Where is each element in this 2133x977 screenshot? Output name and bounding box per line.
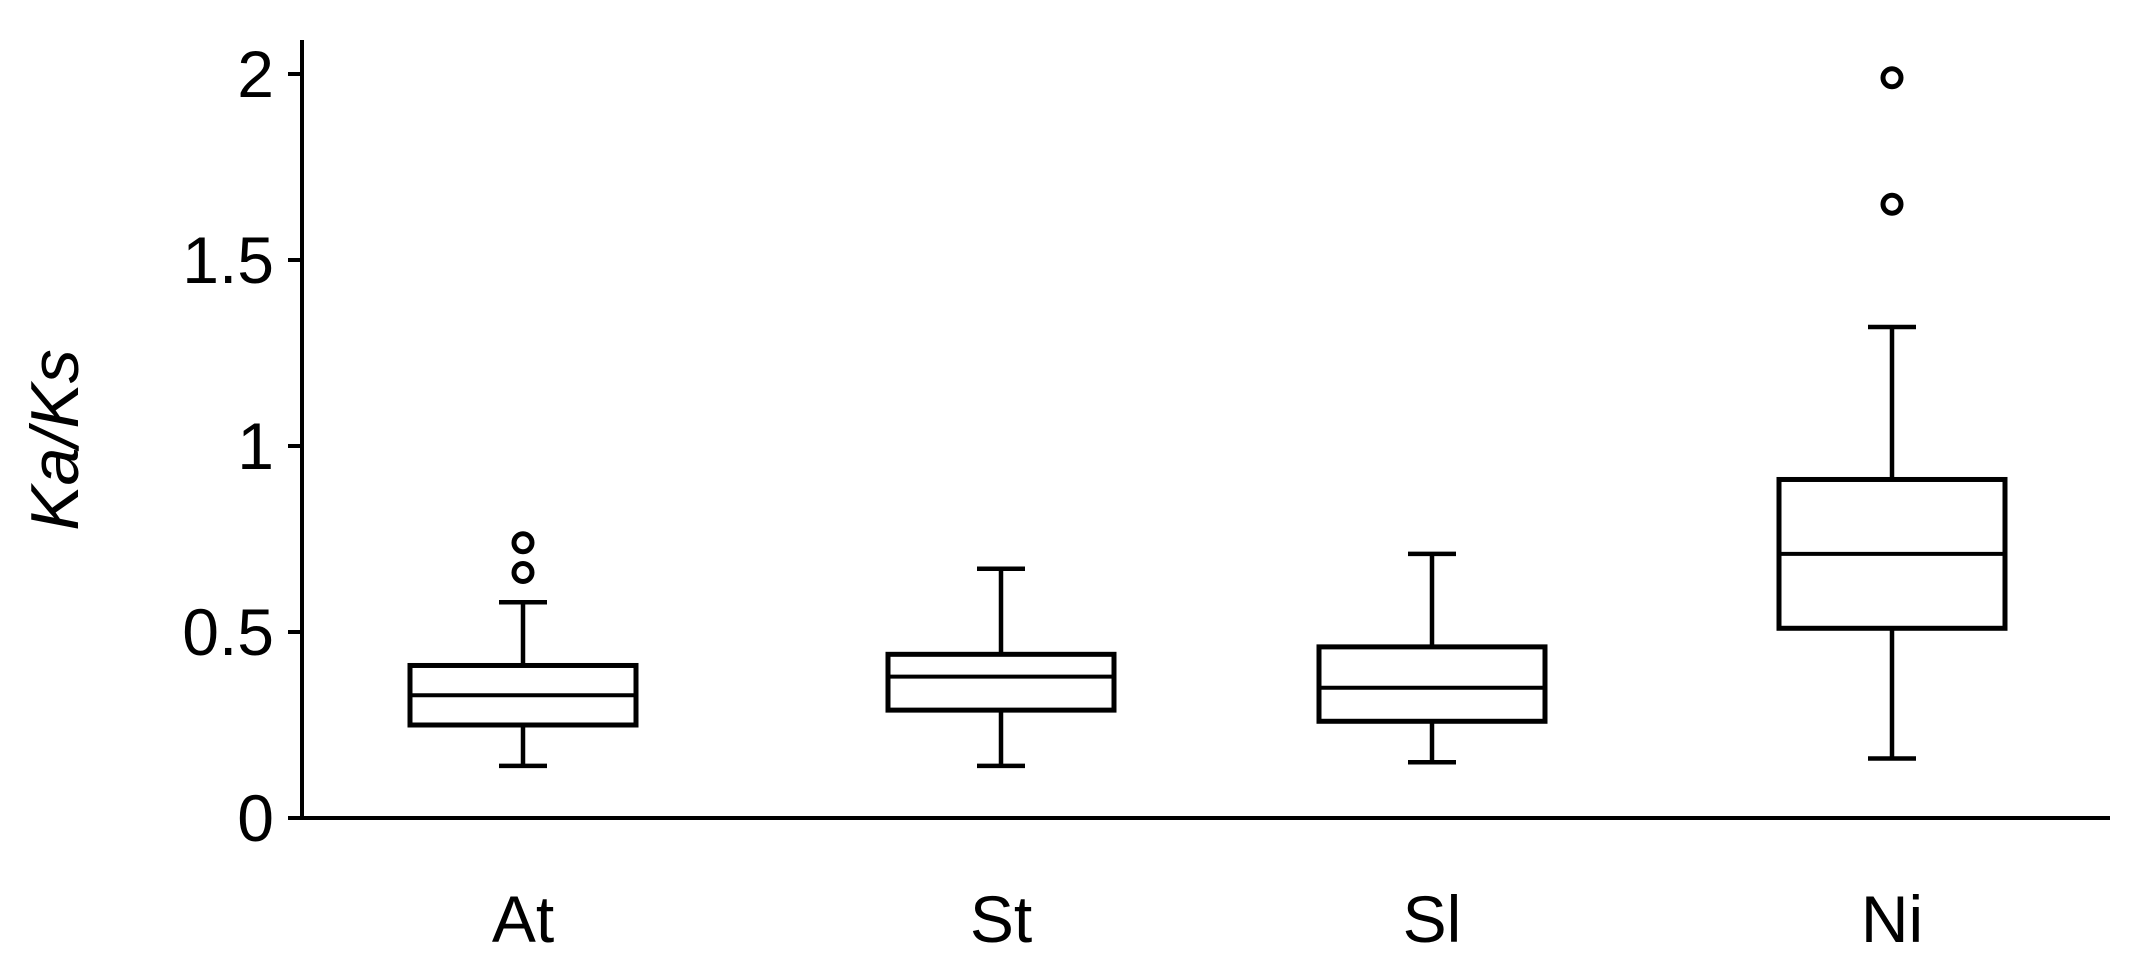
outlier-point [1880, 192, 1904, 216]
y-tick-label: 2 [237, 37, 274, 111]
outlier-point [511, 531, 535, 555]
x-axis: At St Sl Ni [302, 816, 2110, 956]
x-category-label: Ni [1861, 882, 1923, 956]
iqr-box [1316, 644, 1548, 724]
y-tick-label: 0.5 [182, 595, 274, 669]
outlier-point [1880, 66, 1904, 90]
y-tick-label: 1 [237, 409, 274, 483]
box-group-st [885, 566, 1117, 769]
x-category-label: St [970, 882, 1032, 956]
x-category-label: At [492, 882, 554, 956]
iqr-box [885, 651, 1117, 713]
y-axis-title: Ka/Ks [17, 349, 93, 530]
x-category-label: Sl [1403, 882, 1462, 956]
boxes [407, 66, 2008, 769]
box-group-sl [1316, 551, 1548, 765]
box-group-at [407, 531, 639, 769]
y-tick-label: 0 [237, 781, 274, 855]
y-tick-label: 1.5 [182, 223, 274, 297]
outlier-point [511, 560, 535, 584]
box-group-ni [1776, 66, 2008, 761]
y-axis: 0 0.5 1 1.5 2 [182, 37, 304, 855]
